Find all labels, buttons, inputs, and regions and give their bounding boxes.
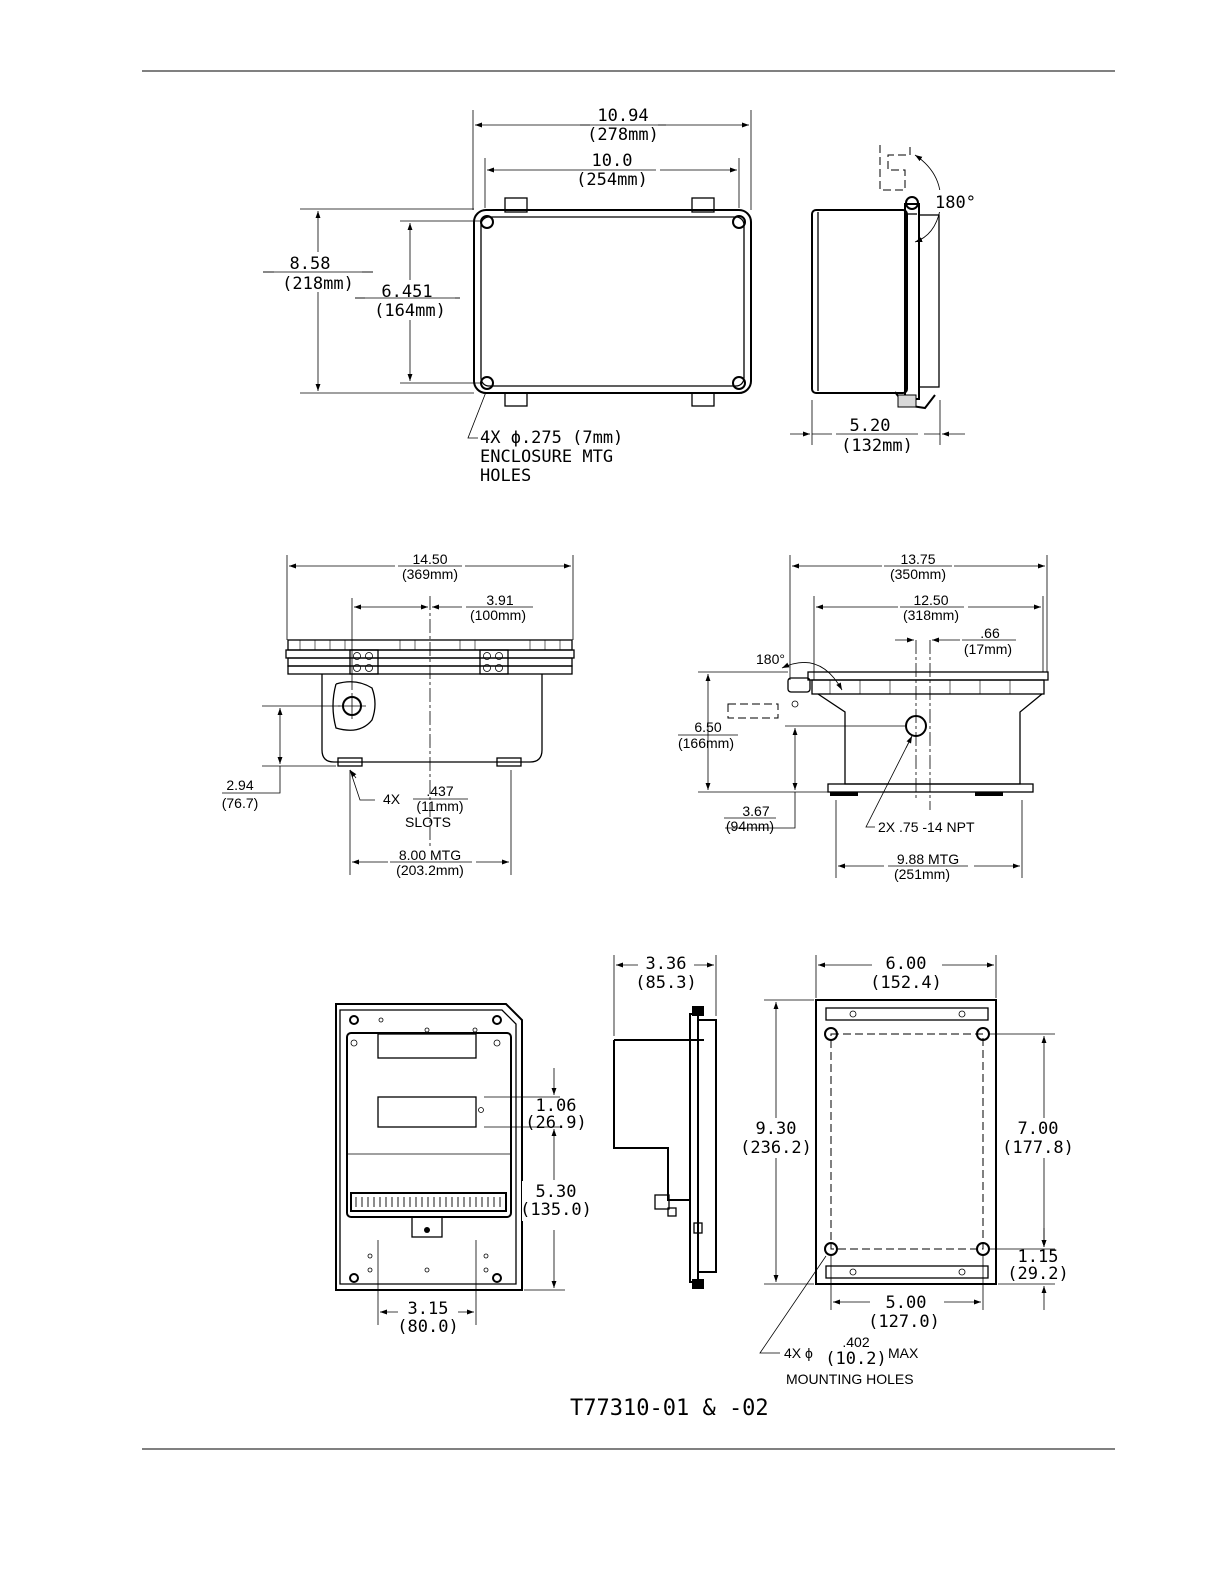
dim-mid-right-height-mm: (166mm) [678, 735, 734, 751]
dim-board-height: 5.30 [536, 1182, 577, 1202]
dim-board-gap: 1.06 [536, 1096, 577, 1116]
top-front-view [263, 110, 752, 439]
dim-mid-right-height: 6.50 [694, 719, 721, 735]
dim-height-overall-mm: (218mm) [282, 274, 354, 294]
middle-left-dimension-labels: 14.50 (369mm) 3.91 (100mm) 2.94 (76.7) 4… [222, 551, 533, 878]
dim-board-width: 3.15 [408, 1299, 449, 1319]
dim-plate-hole-spacing-v: 7.00 [1018, 1119, 1059, 1139]
dim-mid-right-width-inner-mm: (318mm) [903, 607, 959, 623]
dim-height-overall: 8.58 [290, 254, 331, 274]
npt-note: 2X .75 -14 NPT [878, 819, 975, 835]
dim-mid-right-mtg: 9.88 MTG [897, 851, 959, 867]
dim-mid-left-height-mm: (76.7) [222, 795, 259, 811]
plate-holes-value: .402 [842, 1334, 869, 1350]
slots-note-value: .437 [426, 783, 453, 799]
dim-plate-width-mm: (152.4) [870, 973, 942, 993]
plate-holes-suffix: MAX [888, 1345, 919, 1361]
top-side-dimension-labels: 180° 5.20 (132mm) [832, 190, 982, 456]
dim-width-inner: 10.0 [592, 151, 633, 171]
bottom-side-view [613, 955, 717, 1289]
middle-left-view [222, 555, 575, 875]
bottom-board-dimension-labels: 1.06 (26.9) 5.30 (135.0) 3.15 (80.0) [397, 1096, 592, 1337]
dim-width-inner-mm: (254mm) [576, 170, 648, 190]
dim-mid-right-width-inner: 12.50 [913, 592, 948, 608]
middle-right-dimension-labels: 13.75 (350mm) 12.50 (318mm) .66 (17mm) 1… [678, 551, 1016, 882]
dim-mid-left-width-mm: (369mm) [402, 566, 458, 582]
plate-holes-prefix: 4X ϕ [784, 1345, 813, 1361]
drawing-title: T77310-01 & -02 [570, 1396, 769, 1421]
top-front-dimension-labels: 10.94 (278mm) 10.0 (254mm) 8.58 (218mm) … [263, 106, 666, 486]
dim-side-depth: 3.36 [646, 954, 687, 974]
dim-plate-edge: 1.15 [1018, 1247, 1059, 1267]
dim-mid-right-low-mm: (94mm) [726, 818, 774, 834]
dim-height-inner: 6.451 [381, 282, 432, 302]
dim-mid-left-mtg-mm: (203.2mm) [396, 862, 464, 878]
holes-note-line1: 4X ϕ.275 (7mm) [480, 428, 623, 448]
dim-mid-left-width: 14.50 [412, 551, 447, 567]
dim-mid-right-mtg-mm: (251mm) [894, 866, 950, 882]
dim-board-gap-mm: (26.9) [525, 1113, 586, 1133]
slots-note-label: SLOTS [405, 814, 451, 830]
dim-mid-right-width-mm: (350mm) [890, 566, 946, 582]
slots-note-prefix: 4X [383, 791, 401, 807]
holes-note-line2: ENCLOSURE MTG [480, 447, 613, 467]
dim-plate-hole-spacing-h-mm: (127.0) [868, 1312, 940, 1332]
dim-mid-right-low: 3.67 [742, 803, 769, 819]
dim-side-depth-mm: (85.3) [635, 973, 696, 993]
dim-mid-left-height: 2.94 [226, 777, 253, 793]
dim-board-height-mm: (135.0) [520, 1200, 592, 1220]
dim-width-overall: 10.94 [597, 106, 648, 126]
dim-board-width-mm: (80.0) [397, 1317, 458, 1337]
dim-mid-right-offset: .66 [980, 625, 1000, 641]
plate-holes-mm: (10.2) [825, 1349, 886, 1369]
dim-plate-hole-spacing-h: 5.00 [886, 1293, 927, 1313]
holes-note-line3: HOLES [480, 466, 531, 486]
bottom-side-dimension-labels: 3.36 (85.3) [635, 954, 697, 993]
bottom-plate-dimension-labels: 6.00 (152.4) 9.30 (236.2) 7.00 (177.8) 1… [740, 954, 1076, 1387]
dim-plate-hole-spacing-v-mm: (177.8) [1002, 1138, 1074, 1158]
dim-mid-right-width: 13.75 [900, 551, 935, 567]
dim-plate-width: 6.00 [886, 954, 927, 974]
dim-mid-left-offset-mm: (100mm) [470, 607, 526, 623]
dim-width-overall-mm: (278mm) [587, 125, 659, 145]
dim-plate-height-mm: (236.2) [740, 1138, 812, 1158]
dim-plate-edge-mm: (29.2) [1007, 1264, 1068, 1284]
plate-holes-line2: MOUNTING HOLES [786, 1371, 914, 1387]
slots-note-mm: (11mm) [416, 798, 463, 814]
dim-mid-left-offset: 3.91 [486, 592, 513, 608]
dim-height-inner-mm: (164mm) [374, 301, 446, 321]
bottom-board-view [335, 1003, 565, 1325]
dim-top-depth-mm: (132mm) [841, 436, 913, 456]
dim-top-rotation: 180° [935, 193, 976, 213]
dim-plate-height: 9.30 [756, 1119, 797, 1139]
dim-mid-right-rotation: 180° [756, 651, 785, 667]
dim-mid-right-offset-mm: (17mm) [964, 641, 1012, 657]
dim-top-depth: 5.20 [850, 416, 891, 436]
dim-mid-left-mtg: 8.00 MTG [399, 847, 461, 863]
